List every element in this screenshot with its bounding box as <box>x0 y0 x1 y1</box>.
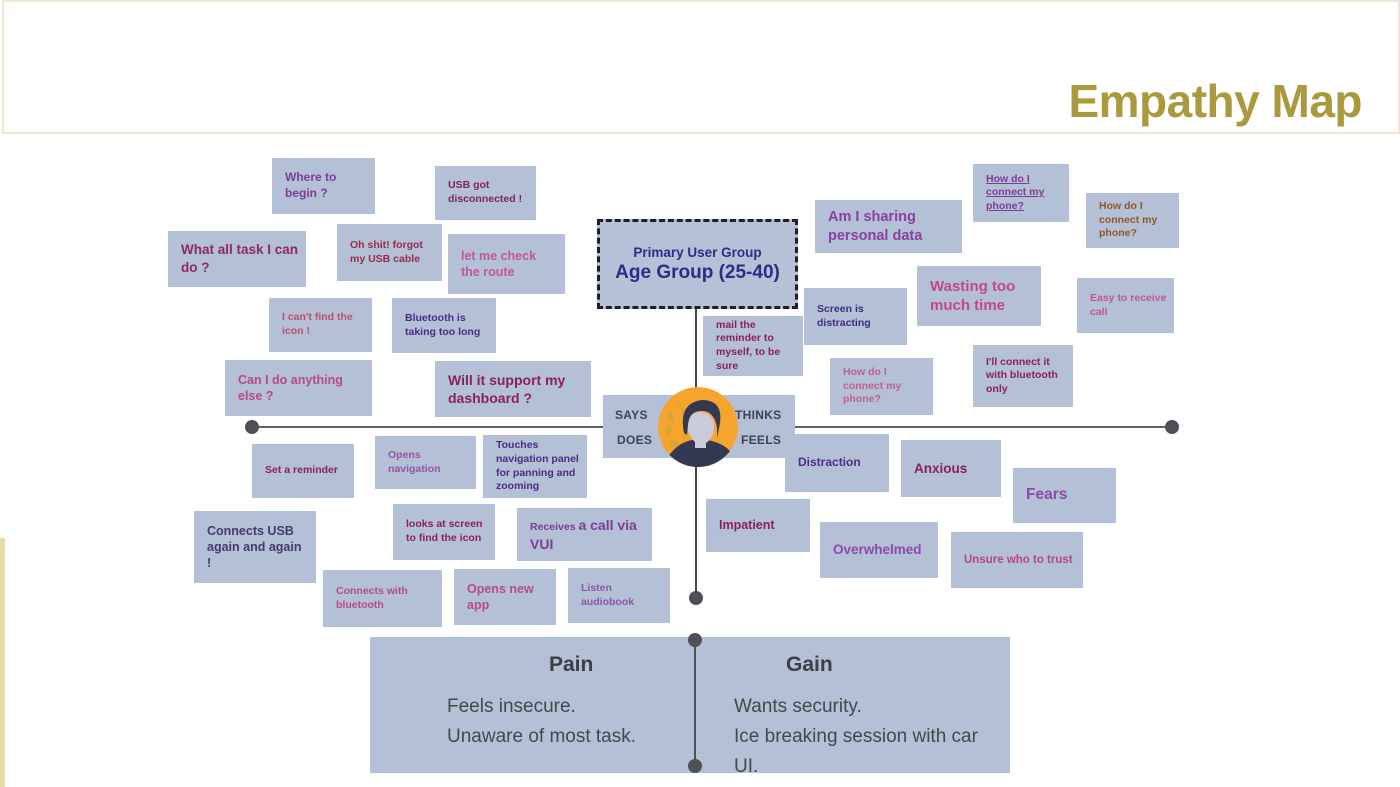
sticky-note-what-all-task: What all task I can do ? <box>168 231 306 287</box>
sticky-note-sharing-personal-data: Am I sharing personal data <box>815 200 962 253</box>
sticky-note-overwhelmed: Overwhelmed <box>820 522 938 578</box>
sticky-note-fears: Fears <box>1013 468 1116 523</box>
axis-right-dot <box>1165 420 1179 434</box>
sticky-note-mail-reminder: mail the reminder to myself, to be sure <box>703 316 803 376</box>
pain-body: Feels insecure. Unaware of most task. <box>447 696 637 747</box>
sticky-note-bluetooth-only: I'll connect it with bluetooth only <box>973 345 1073 407</box>
gain-body: Wants security. Ice breaking session wit… <box>734 696 978 777</box>
sticky-note-looks-at-screen: looks at screen to find the icon <box>393 504 495 560</box>
pain-title: Pain <box>549 653 594 676</box>
sticky-note-receives-call-vui: Receives a call via VUI <box>517 508 652 561</box>
axis-left-dot <box>245 420 259 434</box>
pain-gain-divider-top-dot <box>688 633 702 647</box>
sticky-note-anything-else: Can I do anything else ? <box>225 360 372 416</box>
sticky-note-touches-nav-panel: Touches navigation panel for panning and… <box>483 435 587 498</box>
sticky-note-opens-navigation: Opens navigation <box>375 436 476 489</box>
sticky-note-connect-phone-pink: How do I connect my phone? <box>830 358 933 415</box>
sticky-note-connects-bluetooth: Connects with bluetooth <box>323 570 442 627</box>
sticky-note-check-the-route: let me check the route <box>448 234 565 294</box>
quadrant-label-says: SAYS <box>615 408 648 422</box>
sticky-note-usb-got-disconnected: USB got disconnected ! <box>435 166 536 220</box>
age-group-label: Age Group (25-40) <box>615 261 780 283</box>
sticky-note-forgot-usb-cable: Oh shit! forgot my USB cable <box>337 224 442 281</box>
left-accent-bar <box>0 538 5 787</box>
header-band <box>2 0 1400 134</box>
sticky-note-opens-new-app: Opens new app <box>454 569 556 625</box>
sticky-note-connect-phone-underlined: How do I connect my phone? <box>973 164 1069 222</box>
sticky-note-unsure-who-to-trust: Unsure who to trust <box>951 532 1083 588</box>
sticky-note-wasting-time: Wasting too much time <box>917 266 1041 326</box>
quadrant-label-thinks: THINKS <box>735 408 782 422</box>
sticky-note-where-to-begin: Where to begin ? <box>272 158 375 214</box>
axis-bottom-dot <box>689 591 703 605</box>
primary-user-group-box: Primary User Group Age Group (25-40) <box>597 219 798 309</box>
sticky-note-connects-usb-again: Connects USB again and again ! <box>194 511 316 583</box>
sticky-note-distraction: Distraction <box>785 434 889 492</box>
sticky-note-screen-distracting: Screen is distracting <box>804 288 907 345</box>
page-title: Empathy Map <box>1068 75 1362 127</box>
primary-user-group-label: Primary User Group <box>633 244 762 260</box>
pain-gain-divider-bottom-dot <box>688 759 702 773</box>
sticky-note-bluetooth-too-long: Bluetooth is taking too long <box>392 298 496 353</box>
sticky-note-impatient: Impatient <box>706 499 810 552</box>
quadrant-label-does: DOES <box>617 433 653 447</box>
person-avatar-icon <box>658 387 738 467</box>
gain-title: Gain <box>786 653 833 676</box>
sticky-note-connect-phone-brown: How do I connect my phone? <box>1086 193 1179 248</box>
pain-gain-panel <box>370 637 1010 773</box>
pain-gain-divider-line <box>694 641 696 766</box>
sticky-note-cant-find-icon: I can't find the icon ! <box>269 298 372 352</box>
sticky-note-easy-receive-call: Easy to receive call <box>1077 278 1174 333</box>
sticky-note-set-a-reminder: Set a reminder <box>252 444 354 498</box>
quadrant-label-feels: FEELS <box>741 433 782 447</box>
sticky-note-support-dashboard: Will it support my dashboard ? <box>435 361 591 417</box>
sticky-note-listen-audiobook: Listen audiobook <box>568 568 670 623</box>
sticky-note-anxious: Anxious <box>901 440 1001 497</box>
